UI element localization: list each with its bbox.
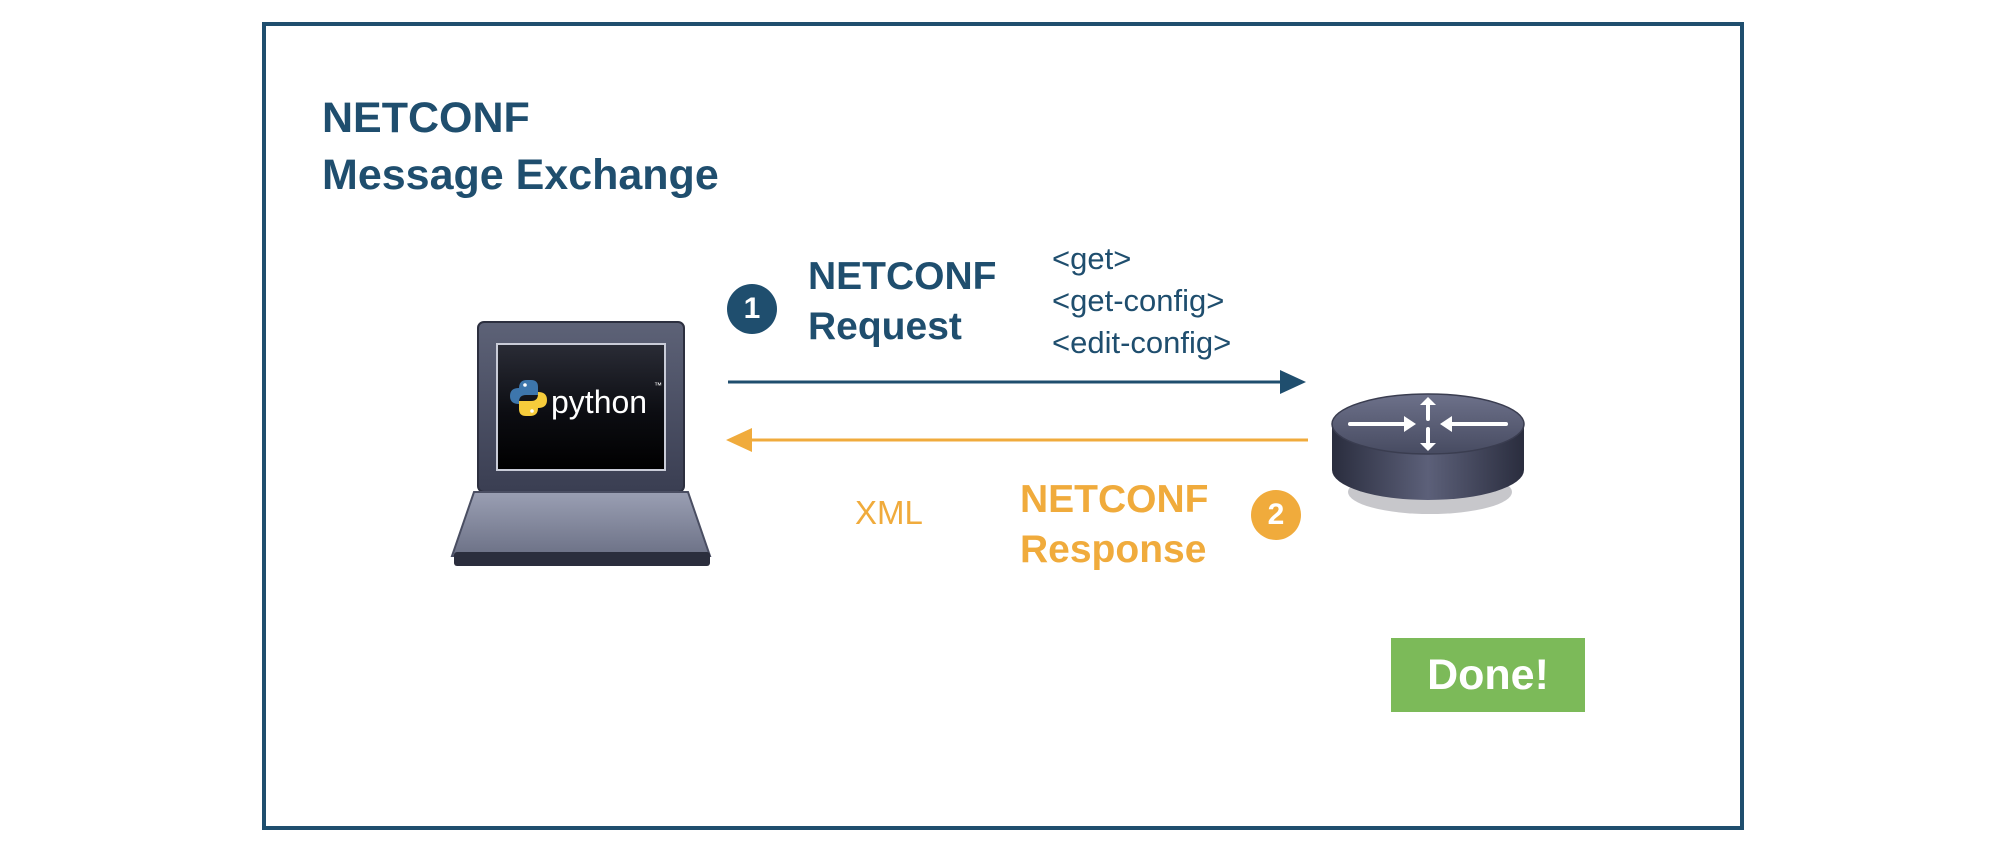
- operation-get-config: <get-config>: [1052, 283, 1225, 318]
- title-line-1: NETCONF: [322, 94, 530, 142]
- router-icon: [1331, 393, 1525, 514]
- response-label-line-2: Response: [1020, 528, 1207, 571]
- step-2-badge: 2: [1251, 490, 1301, 540]
- operations-list: <get> <get-config> <edit-config>: [1052, 238, 1231, 364]
- laptop-icon: python ™: [450, 321, 712, 566]
- response-label: NETCONF Response: [1020, 475, 1209, 575]
- diagram-frame: [262, 22, 1744, 830]
- step-1-badge: 1: [727, 284, 777, 334]
- trademark-mark: ™: [654, 381, 662, 390]
- response-arrow: [726, 428, 1308, 452]
- request-arrow: [728, 370, 1306, 394]
- title-line-2: Message Exchange: [322, 151, 719, 199]
- response-label-line-1: NETCONF: [1020, 478, 1209, 521]
- operation-get: <get>: [1052, 241, 1132, 276]
- python-screen-text: python: [551, 384, 647, 420]
- request-label-line-1: NETCONF: [808, 255, 997, 298]
- request-label-line-2: Request: [808, 305, 962, 348]
- operation-edit-config: <edit-config>: [1052, 325, 1232, 360]
- response-format-label: XML: [855, 494, 923, 531]
- diagram-title: NETCONF Message Exchange: [322, 90, 719, 204]
- done-badge: Done!: [1391, 638, 1585, 712]
- python-logo-icon: [510, 380, 547, 416]
- request-label: NETCONF Request: [808, 252, 997, 352]
